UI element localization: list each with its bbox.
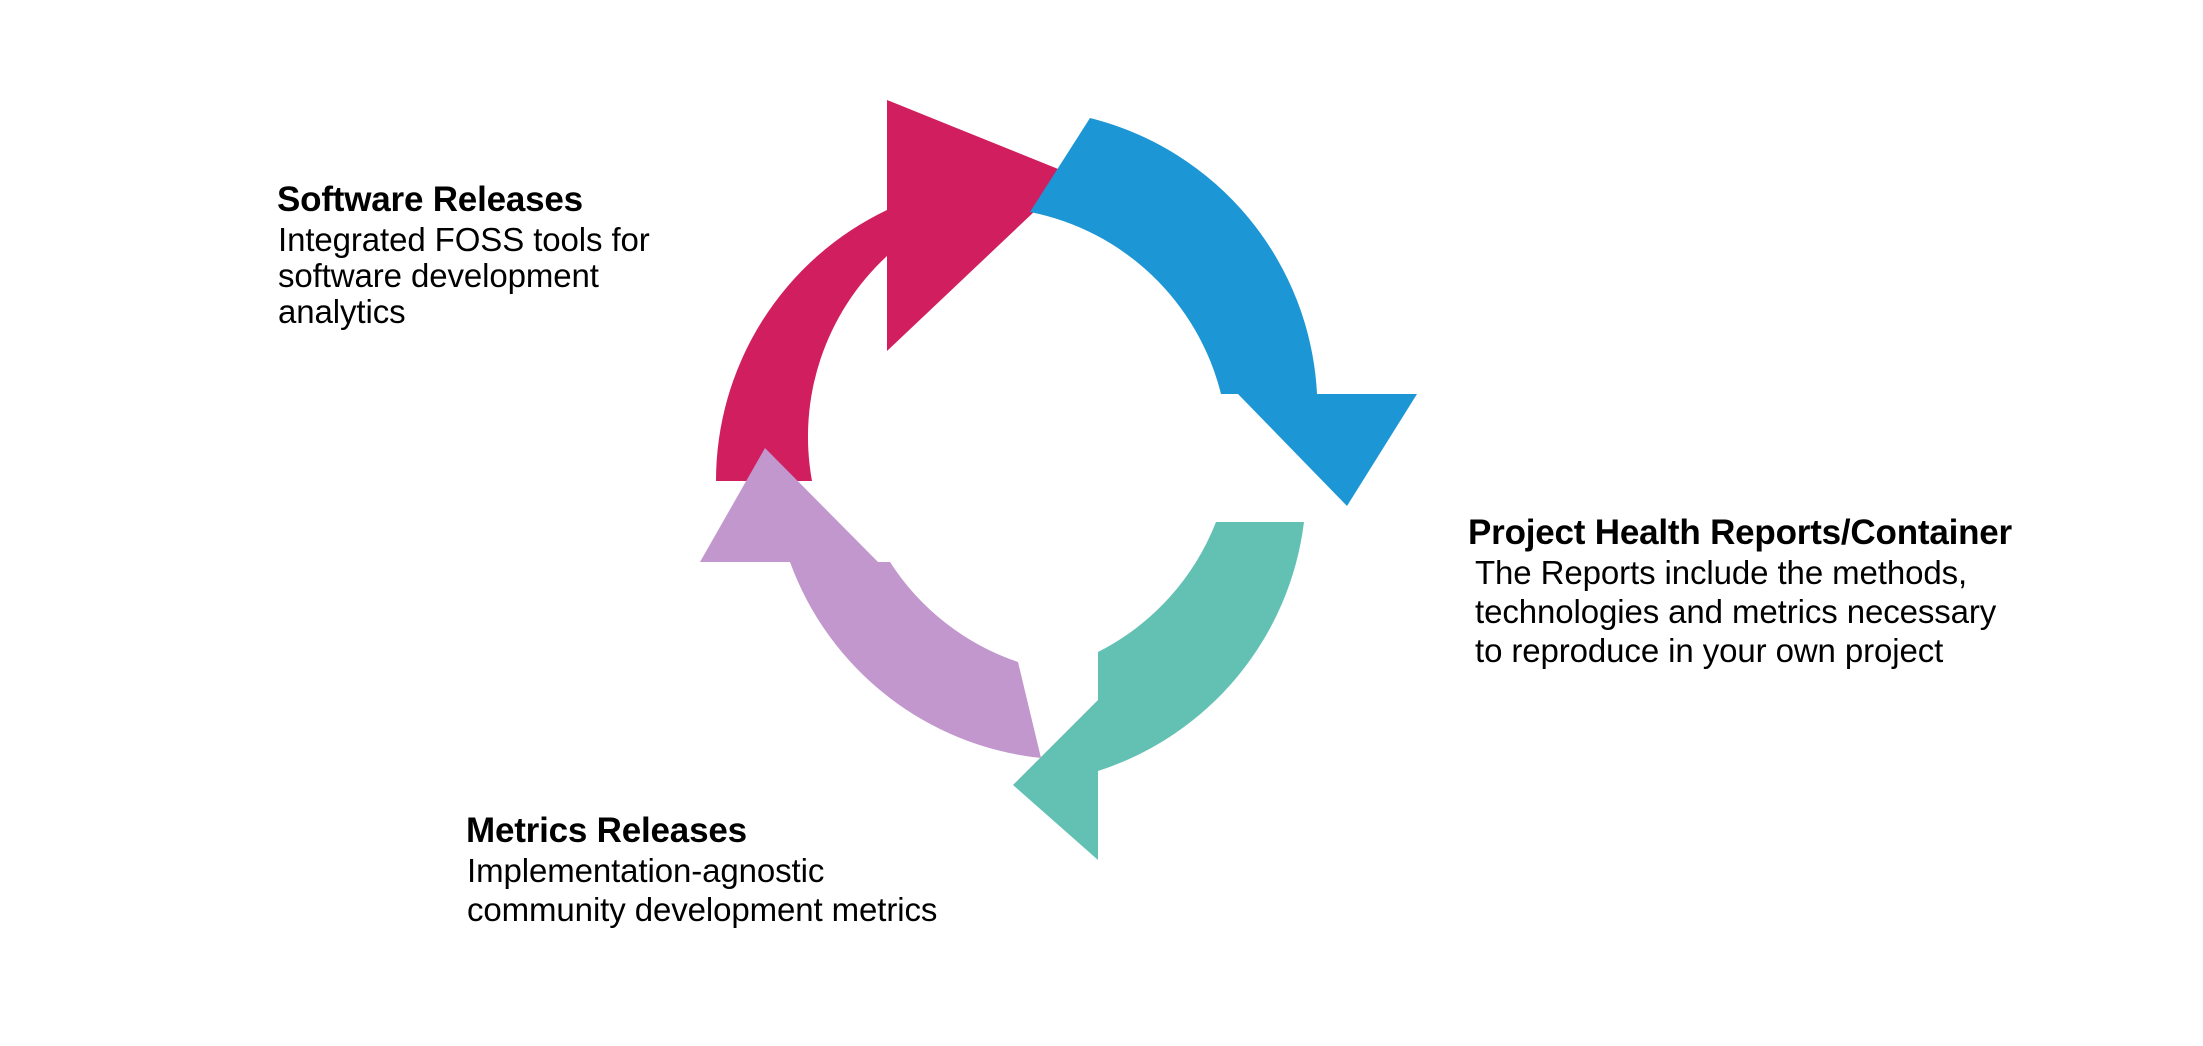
- label-project-health: Project Health Reports/Container The Rep…: [1468, 515, 2012, 673]
- label-line: technologies and metrics necessary: [1475, 593, 1997, 630]
- label-metrics-releases-body: Implementation-agnostic community develo…: [466, 854, 937, 926]
- arrow-segment-software-releases: [715, 100, 1073, 481]
- label-software-releases-body: Integrated FOSS tools for software devel…: [277, 223, 650, 328]
- label-software-releases-title: Software Releases: [277, 180, 583, 219]
- label-project-health-title: Project Health Reports/Container: [1468, 513, 2012, 552]
- label-line: Implementation-agnostic: [467, 852, 825, 889]
- label-line: community development metrics: [467, 891, 938, 928]
- label-metrics-releases-title: Metrics Releases: [466, 811, 747, 850]
- arrow-segment-metrics-releases: [700, 448, 1041, 758]
- arrow-segment-container: [1013, 522, 1304, 860]
- label-line: The Reports include the methods,: [1475, 554, 1968, 591]
- label-project-health-body: The Reports include the methods, technol…: [1468, 556, 2012, 667]
- label-line: Integrated FOSS tools for: [278, 221, 650, 258]
- label-metrics-releases: Metrics Releases Implementation-agnostic…: [466, 813, 937, 932]
- arrow-segment-project-health: [1030, 118, 1417, 506]
- label-software-releases: Software Releases Integrated FOSS tools …: [277, 182, 650, 331]
- label-line: software development: [278, 257, 599, 294]
- label-line: to reproduce in your own project: [1475, 632, 1944, 669]
- label-line: analytics: [278, 293, 406, 330]
